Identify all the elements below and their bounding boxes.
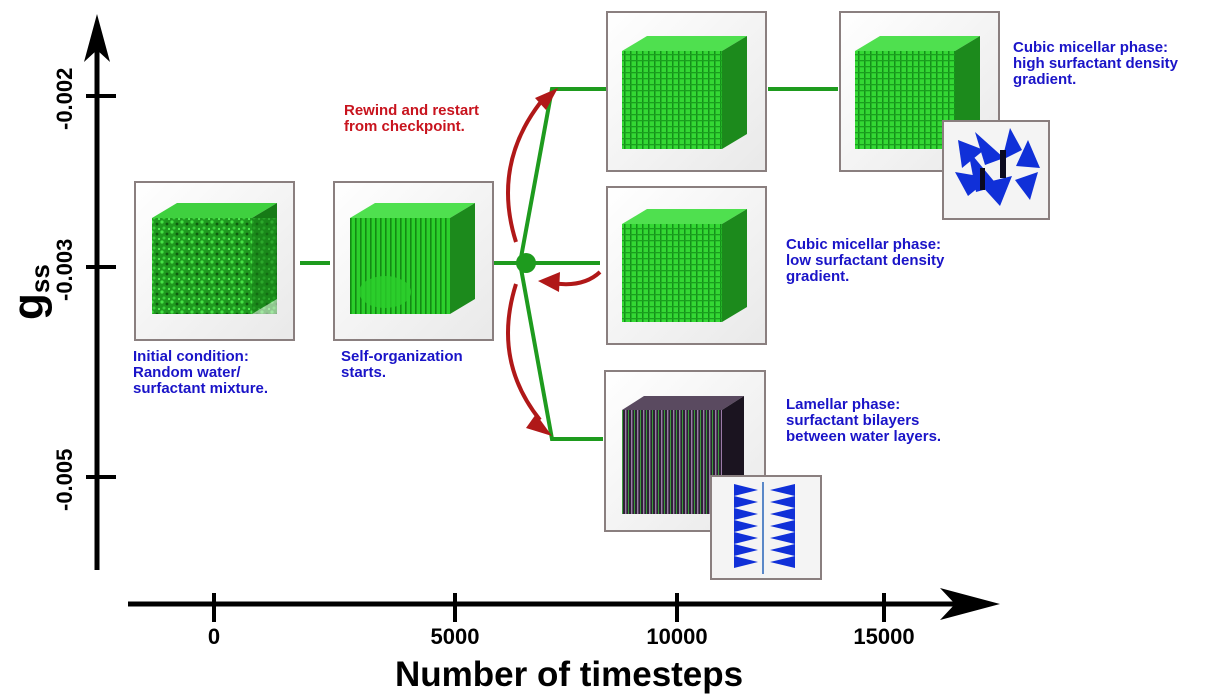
- caption-rewind-restart: Rewind and restart from checkpoint.: [344, 102, 480, 135]
- x-axis: [128, 588, 1000, 622]
- caption-cubic-low: Cubic micellar phase: low surfactant den…: [786, 236, 945, 285]
- x-tick-label: 15000: [853, 624, 915, 649]
- caption-lamellar: Lamellar phase: surfactant bilayers betw…: [786, 396, 942, 445]
- x-tick-label: 0: [207, 624, 221, 649]
- branch-lines: [300, 87, 838, 441]
- x-tick-label: 5000: [430, 624, 480, 649]
- snapshot-cubic-high: [606, 11, 767, 172]
- y-axis-label-sub: ss: [25, 264, 55, 294]
- rewind-arrowhead-left: [538, 272, 560, 292]
- caption-cubic-high: Cubic micellar phase: high surfactant de…: [1013, 39, 1179, 88]
- caption-self-organization: Self-organization starts.: [341, 348, 463, 381]
- snapshot-self-organization: [333, 181, 494, 341]
- caption-initial-condition: Initial condition: Random water/ surfact…: [133, 348, 269, 397]
- snapshot-initial: [134, 181, 295, 341]
- inset-lamellar-cones: [710, 475, 822, 580]
- rewind-arrowhead-down: [526, 414, 552, 436]
- y-axis-label: gss: [4, 264, 56, 320]
- y-tick-label: -0.002: [52, 67, 77, 130]
- x-tick-label: 10000: [646, 624, 708, 649]
- y-axis-label-main: g: [4, 293, 53, 320]
- rewind-arrowhead-up: [535, 88, 558, 110]
- branch-point: [516, 253, 536, 273]
- x-axis-label: Number of timesteps: [395, 655, 744, 694]
- inset-cubic-cones: [942, 120, 1050, 220]
- y-tick-label: -0.005: [52, 448, 77, 511]
- y-axis: [84, 14, 116, 570]
- snapshot-cubic-low: [606, 186, 767, 345]
